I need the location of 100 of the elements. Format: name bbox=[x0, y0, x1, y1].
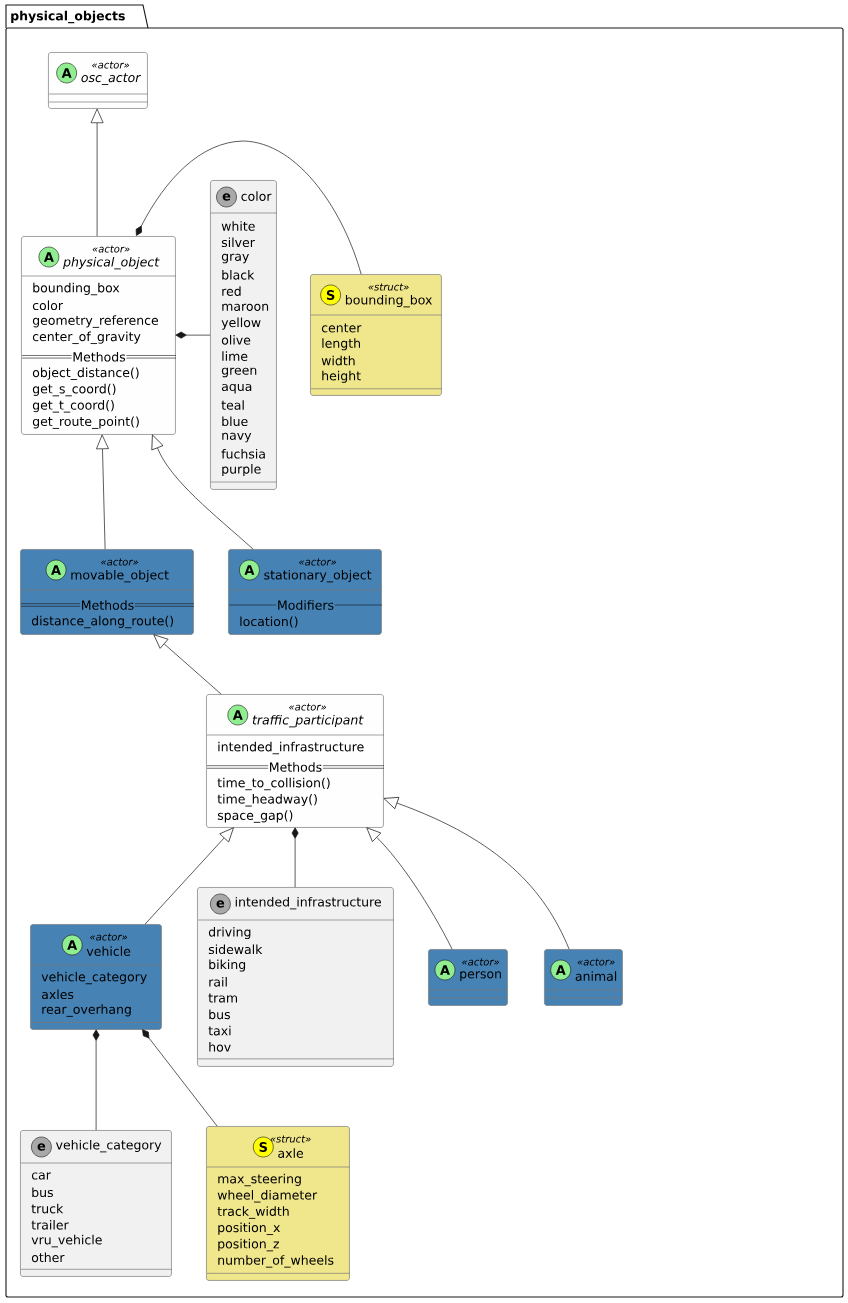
member-text: rail bbox=[209, 976, 227, 987]
class-box bbox=[544, 949, 624, 1006]
member-text: fuchsia bbox=[221, 448, 265, 459]
member-text: height bbox=[322, 370, 361, 383]
member-text: vru_vehicle bbox=[31, 1234, 102, 1248]
class-box bbox=[210, 180, 278, 490]
class-box bbox=[21, 236, 177, 435]
inheritance-arrow bbox=[153, 634, 222, 695]
class-name: physical_object bbox=[63, 256, 160, 270]
composition-line bbox=[135, 140, 362, 275]
package-title: physical_objects bbox=[11, 10, 125, 24]
member-text: space_gap() bbox=[217, 810, 293, 823]
class-name: color bbox=[241, 191, 272, 201]
member-text: yellow bbox=[221, 317, 261, 330]
class-box bbox=[197, 887, 395, 1067]
member-text: max_steering bbox=[218, 1173, 301, 1187]
member-text: width bbox=[321, 355, 355, 366]
stereotype-text: «actor» bbox=[289, 703, 327, 711]
class-box bbox=[30, 924, 163, 1030]
member-text: position_x bbox=[218, 1222, 280, 1236]
stereotype-text: «struct» bbox=[368, 283, 409, 291]
section-divider: Methods bbox=[206, 762, 385, 772]
member-text: trailer bbox=[31, 1219, 69, 1230]
class-name: axle bbox=[278, 1148, 304, 1158]
class-name: vehicle bbox=[86, 946, 131, 956]
stereotype-text: «actor» bbox=[92, 245, 130, 253]
class-name: movable_object bbox=[71, 569, 169, 583]
member-text: number_of_wheels bbox=[218, 1255, 334, 1268]
stereotype-text: «struct» bbox=[270, 1135, 311, 1143]
composition-line bbox=[175, 331, 211, 339]
member-text: position_z bbox=[218, 1238, 279, 1252]
stereotype-text: «actor» bbox=[577, 958, 615, 966]
member-text: bus bbox=[209, 1009, 230, 1020]
member-text: time_to_collision() bbox=[217, 777, 330, 791]
member-text: get_s_coord() bbox=[32, 383, 116, 397]
member-text: object_distance() bbox=[32, 367, 139, 380]
class-box bbox=[206, 694, 385, 828]
inheritance-arrow bbox=[96, 434, 109, 550]
member-text: length bbox=[322, 338, 360, 351]
member-text: truck bbox=[31, 1203, 64, 1214]
composition-line bbox=[291, 827, 299, 888]
class-name: animal bbox=[575, 971, 617, 981]
member-text: silver bbox=[221, 237, 255, 248]
member-text: red bbox=[222, 286, 241, 296]
member-text: hov bbox=[209, 1042, 231, 1052]
member-text: tram bbox=[208, 993, 237, 1003]
member-text: lime bbox=[222, 351, 248, 361]
class-box bbox=[20, 1130, 173, 1277]
section-divider: Modifiers bbox=[228, 600, 383, 610]
stereotype-text: «actor» bbox=[462, 958, 500, 966]
class-name: bounding_box bbox=[345, 294, 432, 308]
member-text: bounding_box bbox=[33, 282, 120, 296]
inheritance-arrow bbox=[383, 797, 570, 950]
member-text: color bbox=[32, 300, 63, 311]
member-text: intended_infrastructure bbox=[218, 741, 364, 755]
section-divider: Methods bbox=[20, 600, 195, 610]
class-name: vehicle_category bbox=[55, 1139, 162, 1153]
class-box bbox=[206, 1126, 351, 1281]
member-text: track_width bbox=[217, 1206, 289, 1219]
member-text: get_t_coord() bbox=[32, 400, 114, 413]
class-name: stationary_object bbox=[264, 569, 372, 583]
member-text: taxi bbox=[208, 1025, 231, 1036]
member-text: rear_overhang bbox=[42, 1004, 131, 1017]
member-text: get_route_point() bbox=[32, 416, 139, 429]
member-text: other bbox=[31, 1252, 65, 1263]
member-text: axles bbox=[41, 989, 74, 1000]
member-text: center_of_gravity bbox=[32, 331, 141, 345]
member-text: biking bbox=[209, 959, 246, 972]
member-text: vehicle_category bbox=[41, 971, 147, 985]
member-text: driving bbox=[208, 926, 251, 940]
member-text: white bbox=[221, 221, 255, 231]
class-box bbox=[48, 52, 149, 109]
class-name: traffic_participant bbox=[252, 714, 364, 728]
composition-line bbox=[92, 1029, 100, 1131]
member-text: sidewalk bbox=[208, 944, 263, 955]
package-frame bbox=[5, 4, 844, 1298]
member-text: car bbox=[31, 1172, 51, 1180]
inheritance-arrow bbox=[144, 827, 234, 925]
member-text: black bbox=[222, 270, 255, 280]
section-divider: Methods bbox=[21, 351, 177, 362]
member-text: center bbox=[321, 323, 362, 333]
class-box bbox=[428, 949, 509, 1006]
member-text: gray bbox=[221, 253, 249, 264]
member-text: aqua bbox=[221, 383, 252, 394]
class-box bbox=[228, 549, 383, 635]
member-text: location() bbox=[240, 616, 298, 628]
stereotype-text: «actor» bbox=[92, 61, 130, 69]
stereotype-text: «actor» bbox=[101, 558, 139, 566]
composition-line bbox=[142, 1029, 218, 1127]
member-text: geometry_reference bbox=[32, 315, 159, 328]
class-box bbox=[20, 549, 195, 635]
member-text: navy bbox=[222, 432, 252, 443]
member-text: wheel_diameter bbox=[217, 1190, 318, 1203]
member-text: bus bbox=[32, 1187, 53, 1198]
member-text: teal bbox=[221, 400, 244, 410]
stereotype-text: «actor» bbox=[90, 933, 128, 941]
member-text: distance_along_route() bbox=[31, 615, 174, 629]
class-box bbox=[310, 274, 443, 396]
member-text: blue bbox=[222, 416, 248, 427]
class-name: intended_infrastructure bbox=[235, 896, 381, 910]
